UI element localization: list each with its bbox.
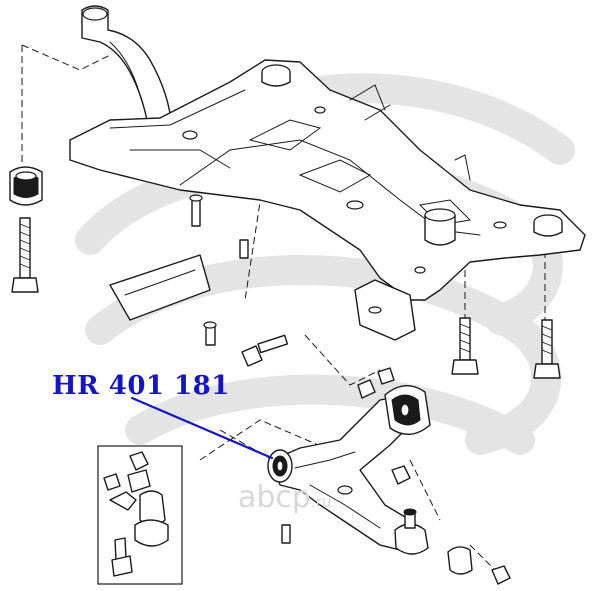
part-number-label: HR 401 181 — [52, 371, 230, 401]
watermark-tld: .ru — [310, 493, 332, 511]
rear-mount-bracket — [81, 5, 173, 139]
mounting-bolt-right-outer — [533, 319, 561, 379]
subframe — [69, 59, 586, 301]
front-mount-bushing — [9, 166, 43, 206]
fastener-small-upper — [189, 194, 203, 227]
bottom-right-bolt — [491, 565, 511, 585]
bolt-horizontal — [241, 334, 289, 367]
watermark-brand: abcp — [238, 480, 311, 515]
mounting-bolt-right-inner — [451, 317, 479, 375]
inset-box — [97, 445, 183, 585]
bolt-upper-arm — [357, 367, 395, 399]
mounting-bolt-left — [11, 217, 39, 293]
small-pin — [281, 524, 291, 544]
subframe-lower-bracket — [354, 279, 416, 341]
side-bracket — [109, 254, 211, 321]
bottom-right-bracket — [447, 546, 473, 575]
watermark-text: abcp.ru — [238, 480, 331, 515]
subframe-rear-bushing — [424, 208, 456, 246]
control-arm-nut — [391, 465, 411, 485]
control-arm-front-bushing — [267, 449, 293, 483]
ball-joint — [394, 508, 429, 555]
fastener-small-mid — [239, 239, 249, 259]
fastener-small-lower — [203, 321, 217, 346]
control-arm-rear-bushing — [384, 385, 431, 435]
callout-leader — [130, 396, 274, 460]
lower-control-arm — [271, 394, 421, 551]
